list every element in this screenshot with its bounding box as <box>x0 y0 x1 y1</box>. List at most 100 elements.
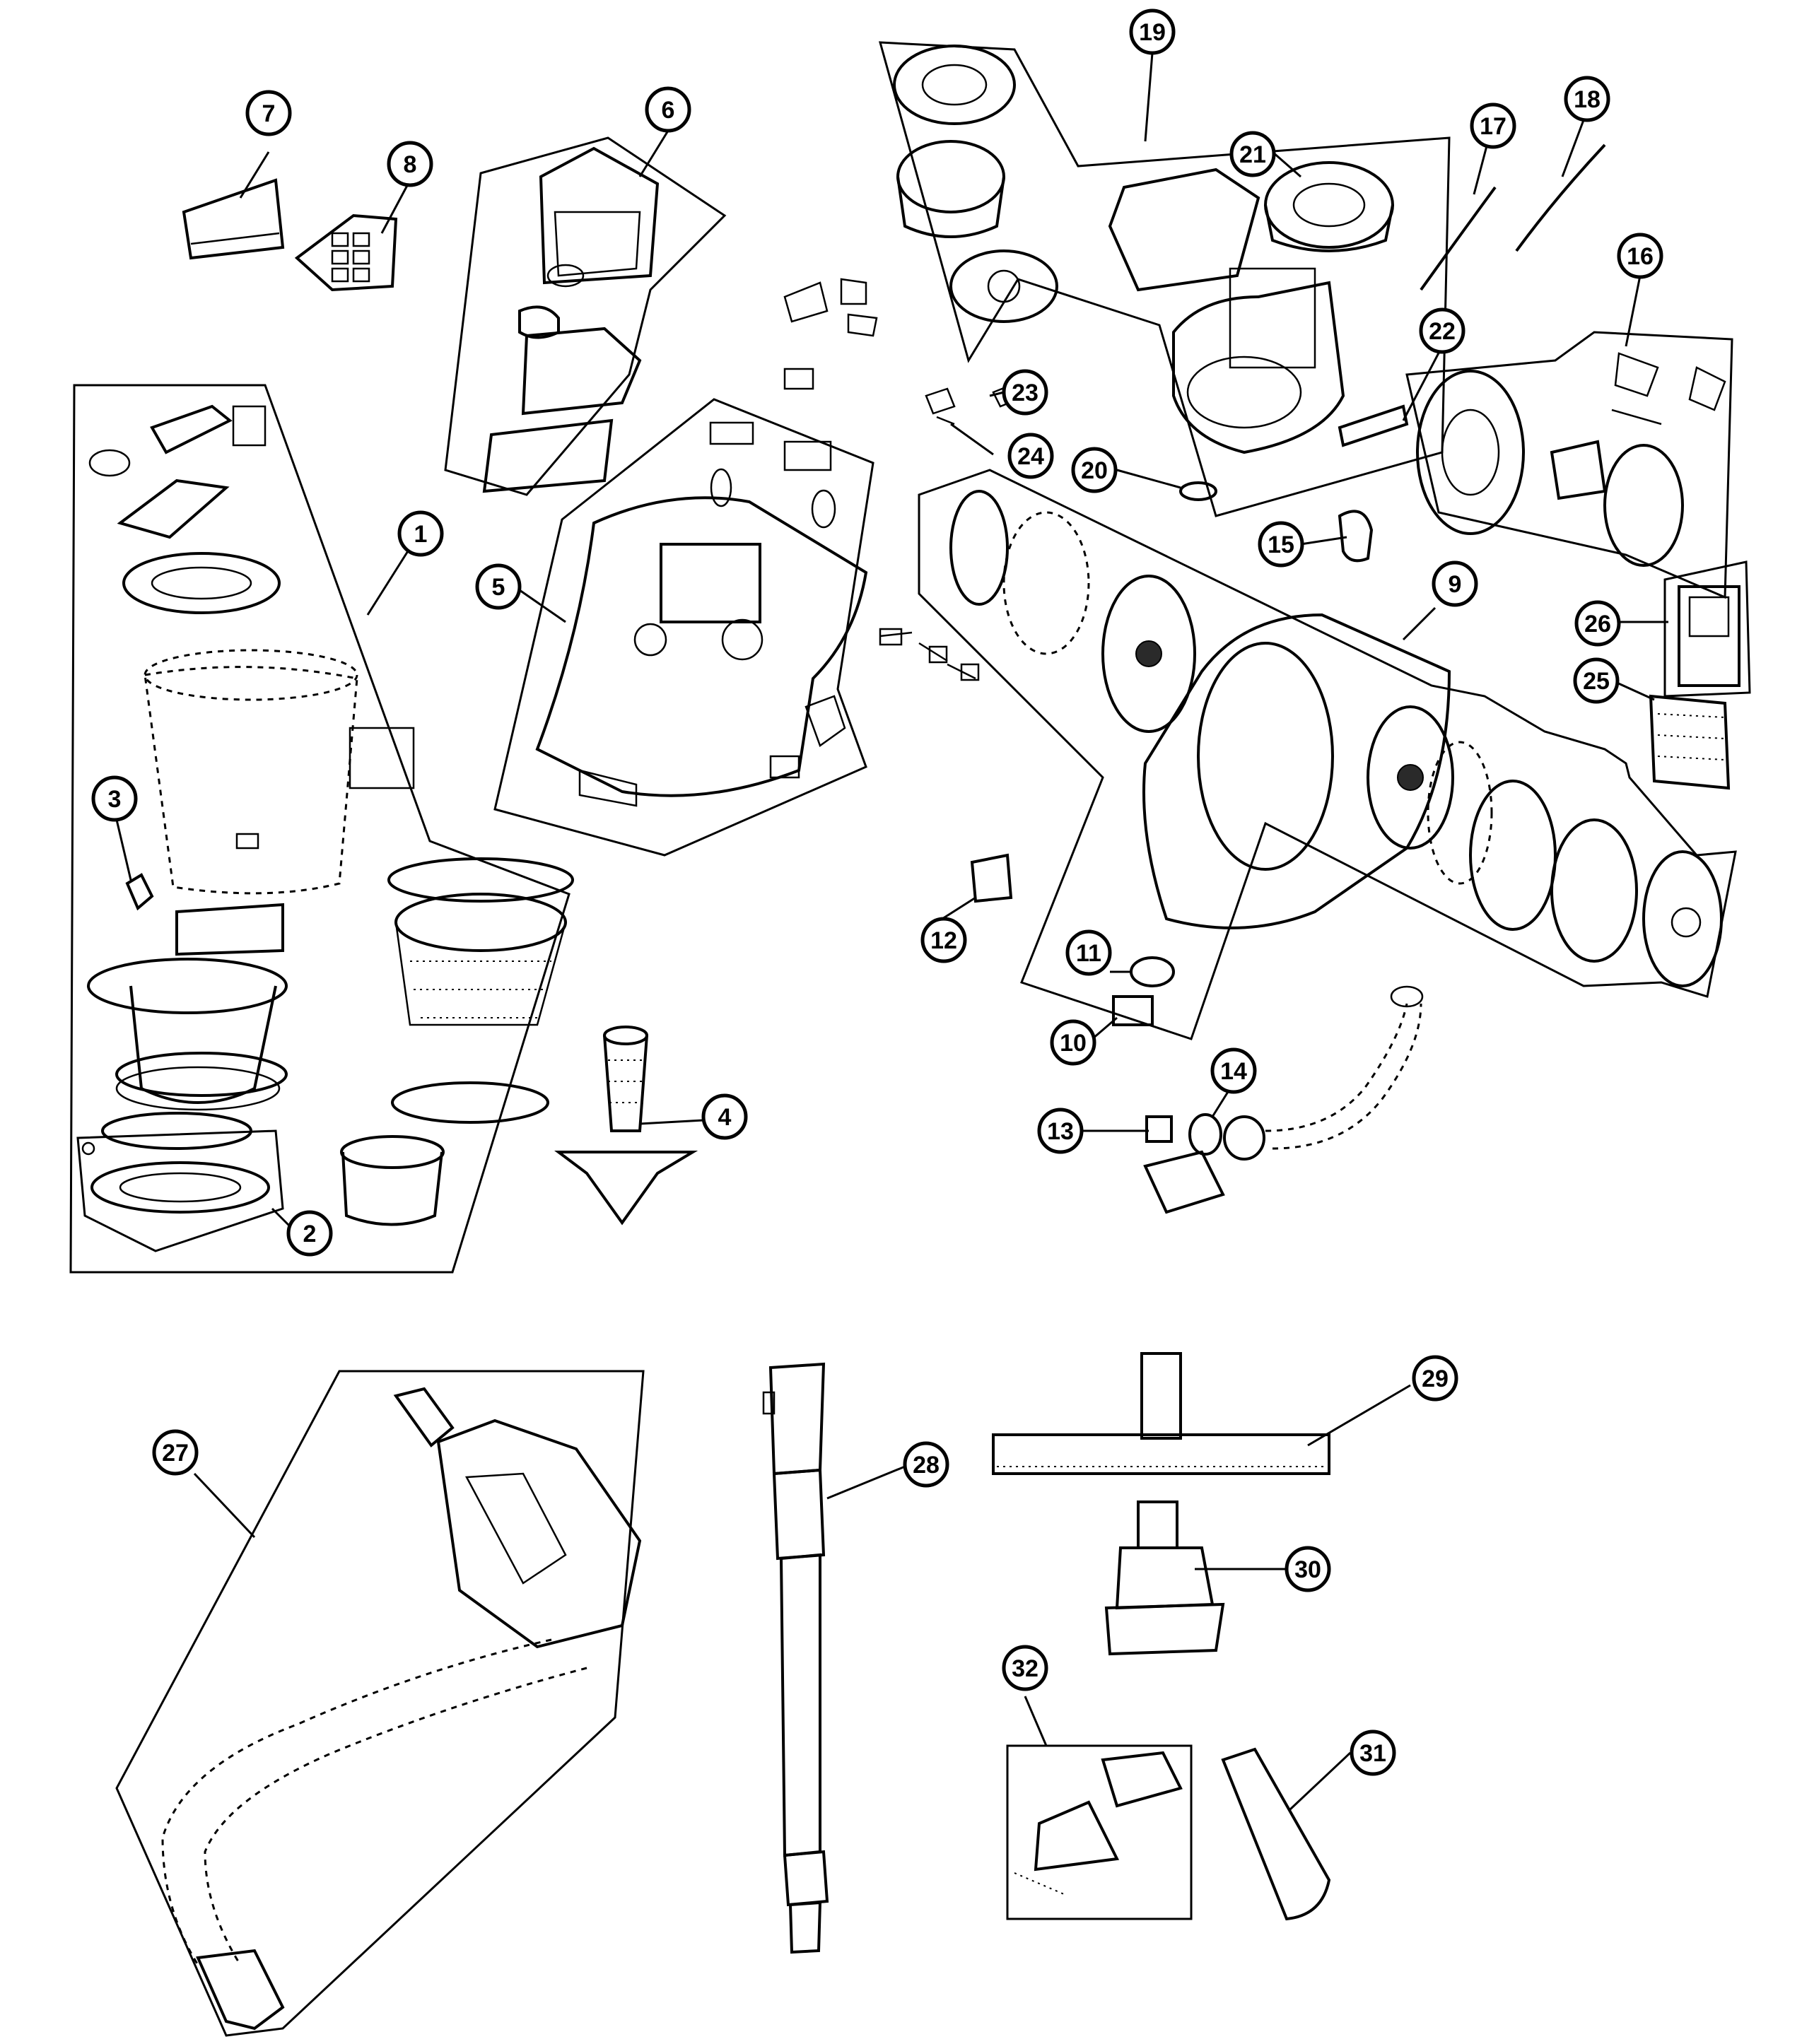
callout-12: 12 <box>920 917 967 963</box>
callout-28: 28 <box>903 1441 949 1488</box>
callout-7: 7 <box>245 90 292 136</box>
callout-24: 24 <box>1007 433 1054 479</box>
callout-label: 2 <box>303 1221 317 1247</box>
callout-11: 11 <box>1065 929 1112 976</box>
callout-label: 29 <box>1422 1365 1449 1392</box>
callout-label: 28 <box>913 1452 940 1479</box>
callout-4: 4 <box>701 1093 748 1140</box>
cord-clip <box>1145 1115 1173 1143</box>
callout-5: 5 <box>475 563 522 610</box>
group-outline-16 <box>1405 331 1733 599</box>
callout-label: 9 <box>1449 571 1462 598</box>
callout-label: 25 <box>1583 668 1610 695</box>
callout-label: 32 <box>1012 1655 1039 1682</box>
callout-label: 20 <box>1081 457 1108 484</box>
bumper-strip <box>1338 404 1409 447</box>
group-outline-26 <box>1663 560 1751 698</box>
callout-label: 12 <box>930 927 957 954</box>
group-outline-5 <box>493 398 874 857</box>
motor-cover <box>1172 161 1394 454</box>
callout-label: 19 <box>1139 19 1166 46</box>
exhaust-filter <box>182 178 285 260</box>
callout-15: 15 <box>1258 521 1304 568</box>
switch-knob <box>1130 956 1175 987</box>
callout-16: 16 <box>1617 233 1663 279</box>
group-outline-6 <box>444 136 727 496</box>
filter-housing-cover <box>482 146 814 493</box>
callout-9: 9 <box>1432 560 1478 607</box>
wand <box>762 1362 829 1954</box>
power-cord-b <box>1515 143 1606 252</box>
cord-reel-assembly <box>1416 352 1726 567</box>
filter-grill <box>294 213 398 292</box>
switch <box>1112 995 1154 1026</box>
floor-brush <box>992 1352 1330 1475</box>
turbo-tool <box>1104 1500 1225 1656</box>
group-outline-27 <box>115 1370 645 2037</box>
callout-18: 18 <box>1564 76 1610 122</box>
callout-26: 26 <box>1574 600 1621 647</box>
motor-gasket <box>1108 168 1260 501</box>
callout-19: 19 <box>1129 8 1176 55</box>
callout-6: 6 <box>645 86 691 133</box>
callout-label: 4 <box>718 1104 732 1131</box>
callout-25: 25 <box>1573 657 1620 704</box>
base-assembly <box>949 490 1723 987</box>
group-outline-1 <box>69 384 571 1274</box>
callout-32: 32 <box>1002 1645 1048 1691</box>
callout-2: 2 <box>286 1210 333 1257</box>
callout-29: 29 <box>1412 1355 1458 1402</box>
dust-cup-assembly <box>87 404 574 1226</box>
callout-label: 11 <box>1076 940 1101 967</box>
callout-label: 1 <box>414 521 428 548</box>
callout-13: 13 <box>1037 1108 1084 1154</box>
motor-assembly <box>893 45 1058 323</box>
filter-door <box>1678 585 1740 687</box>
callout-10: 10 <box>1050 1019 1096 1066</box>
callout-label: 5 <box>492 574 505 601</box>
callout-label: 27 <box>162 1440 189 1467</box>
callout-label: 17 <box>1480 113 1506 140</box>
group-outline-32 <box>1006 1744 1193 1920</box>
hose-handle-assembly <box>161 1387 642 2031</box>
callout-3: 3 <box>91 775 138 822</box>
callout-label: 30 <box>1294 1556 1321 1583</box>
pcb-board <box>970 853 1013 903</box>
callout-27: 27 <box>152 1429 199 1476</box>
callout-22: 22 <box>1419 307 1465 354</box>
callout-label: 3 <box>108 786 122 813</box>
callout-label: 23 <box>1012 380 1039 406</box>
power-cord-a <box>1420 186 1497 291</box>
callout-label: 10 <box>1060 1030 1087 1057</box>
group-outline-19 <box>878 41 1451 517</box>
callout-label: 13 <box>1047 1118 1074 1145</box>
hose-swivel <box>1143 985 1424 1214</box>
callout-label: 7 <box>262 100 276 127</box>
callout-31: 31 <box>1350 1729 1396 1776</box>
callout-label: 15 <box>1268 531 1294 558</box>
callout-label: 16 <box>1627 243 1654 270</box>
pedal <box>925 387 956 425</box>
callout-label: 18 <box>1574 86 1601 113</box>
callout-label: 26 <box>1584 611 1611 638</box>
callout-21: 21 <box>1229 131 1276 177</box>
callout-label: 24 <box>1017 443 1044 470</box>
wheel-cover <box>1338 510 1374 563</box>
crevice-tool <box>1221 1747 1331 1921</box>
callout-8: 8 <box>387 141 433 187</box>
leader-lines <box>115 52 1668 1811</box>
hood-assembly <box>535 421 868 807</box>
callout-20: 20 <box>1071 447 1118 493</box>
group-outline-2 <box>76 1129 284 1252</box>
latch <box>125 873 154 911</box>
dust-cup-bottom <box>81 1112 270 1214</box>
hose-inlet-connector <box>554 1026 698 1226</box>
callout-label: 21 <box>1239 141 1266 168</box>
hepa-filter <box>1649 694 1731 790</box>
group-outline-9 <box>918 469 1737 1040</box>
callout-30: 30 <box>1285 1546 1331 1592</box>
callout-label: 8 <box>404 151 417 178</box>
hood-small-parts <box>783 278 980 681</box>
callouts: 7 8 6 1 3 5 4 2 19 21 17 18 16 22 23 24 … <box>91 8 1663 1776</box>
